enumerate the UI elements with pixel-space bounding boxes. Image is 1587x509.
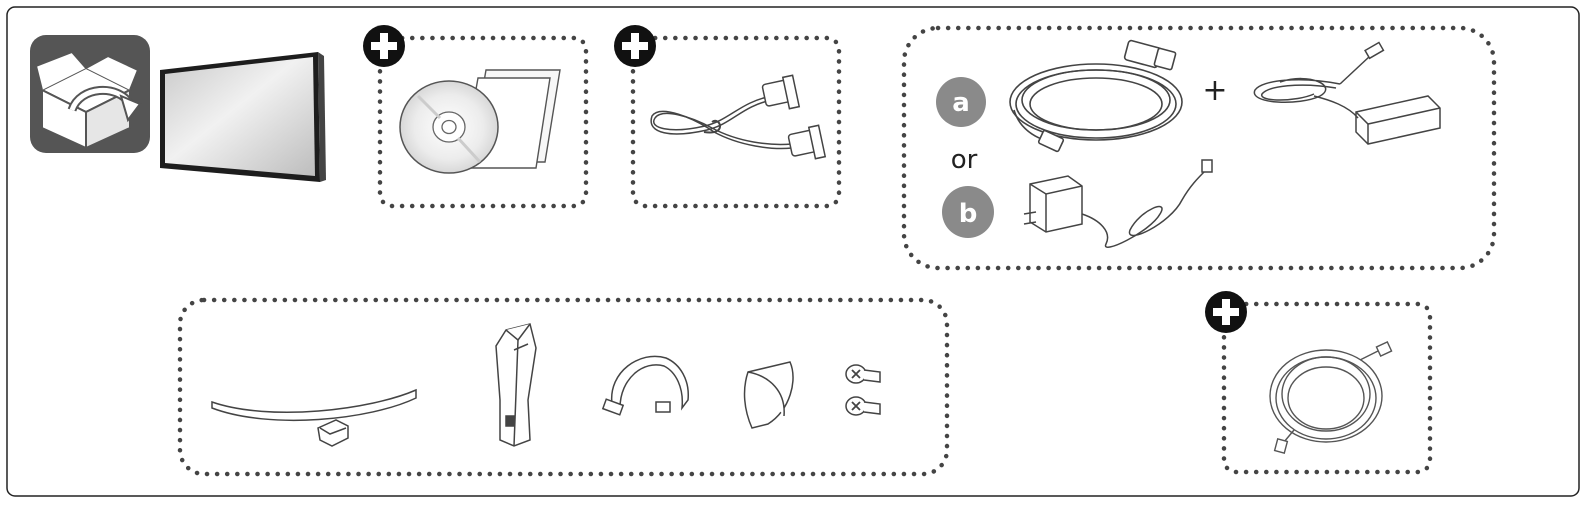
choice-separator: or	[951, 145, 978, 175]
stand-cover-illustration	[743, 361, 794, 429]
unpack-box-icon	[30, 35, 150, 153]
combine-symbol: +	[1202, 73, 1227, 108]
plus-circle-icon	[363, 25, 405, 67]
optional-accessory-box-cd	[377, 35, 589, 209]
choice-b-badge: b	[942, 186, 994, 238]
screws-illustration	[845, 364, 881, 416]
optional-accessory-box-dsub	[630, 35, 842, 209]
choice-a-label: a	[952, 88, 970, 118]
stand-base-illustration	[211, 388, 417, 447]
stand-hinge-illustration	[601, 355, 689, 416]
cd-and-manual-illustration	[399, 69, 561, 174]
choice-a-badge: a	[936, 77, 986, 127]
monitor-illustration	[160, 52, 326, 182]
stand-arm-illustration	[495, 323, 537, 447]
usb-cable-illustration	[1269, 341, 1393, 454]
power-accessory-box	[901, 25, 1497, 271]
dsub-cable-illustration	[650, 74, 827, 160]
choice-b-label: b	[959, 199, 978, 229]
plus-circle-icon	[614, 25, 656, 67]
power-adapter-b-illustration	[1023, 159, 1213, 248]
power-cord-illustration	[1009, 39, 1183, 153]
ac-dc-adapter-illustration	[1253, 41, 1441, 145]
optional-accessory-box-usb	[1221, 301, 1433, 475]
outer-frame	[6, 6, 1580, 497]
stand-parts-box	[177, 297, 950, 477]
plus-circle-icon	[1205, 291, 1247, 333]
